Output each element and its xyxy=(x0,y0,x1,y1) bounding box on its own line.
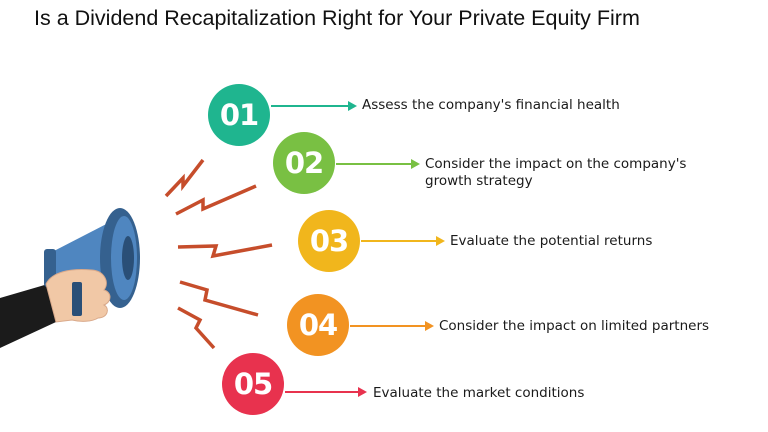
step-01-badge: 01 xyxy=(208,84,270,146)
step-02-badge: 02 xyxy=(273,132,335,194)
step-01-number: 01 xyxy=(219,98,259,132)
lightning-bolt-1 xyxy=(164,158,205,198)
step-01-arrow xyxy=(271,101,357,111)
step-03-arrow xyxy=(361,236,445,246)
step-04-arrow xyxy=(350,321,434,331)
step-02-text: Consider the impact on the company's gro… xyxy=(425,156,687,189)
step-05-badge: 05 xyxy=(222,353,284,415)
lightning-bolt-3 xyxy=(177,243,273,259)
step-02-arrow xyxy=(336,159,420,169)
step-04-text: Consider the impact on limited partners xyxy=(439,318,710,334)
step-04-badge: 04 xyxy=(287,294,349,356)
lightning-icon xyxy=(164,158,273,350)
step-03-text: Evaluate the potential returns xyxy=(450,233,653,249)
lightning-bolt-5 xyxy=(177,306,216,350)
step-02-number: 02 xyxy=(284,146,324,180)
step-03-badge: 03 xyxy=(298,210,360,272)
lightning-bolt-2 xyxy=(175,184,257,216)
hand-icon xyxy=(45,269,111,323)
step-05-arrow xyxy=(285,387,367,397)
step-05-text: Evaluate the market conditions xyxy=(373,385,585,401)
arm-sleeve xyxy=(0,284,56,348)
step-03-number: 03 xyxy=(309,224,349,258)
step-01-text: Assess the company's financial health xyxy=(362,97,620,113)
step-04-number: 04 xyxy=(298,308,338,342)
lightning-bolt-4 xyxy=(179,280,259,317)
step-05-number: 05 xyxy=(233,367,273,401)
page-title: Is a Dividend Recapitalization Right for… xyxy=(34,6,640,30)
